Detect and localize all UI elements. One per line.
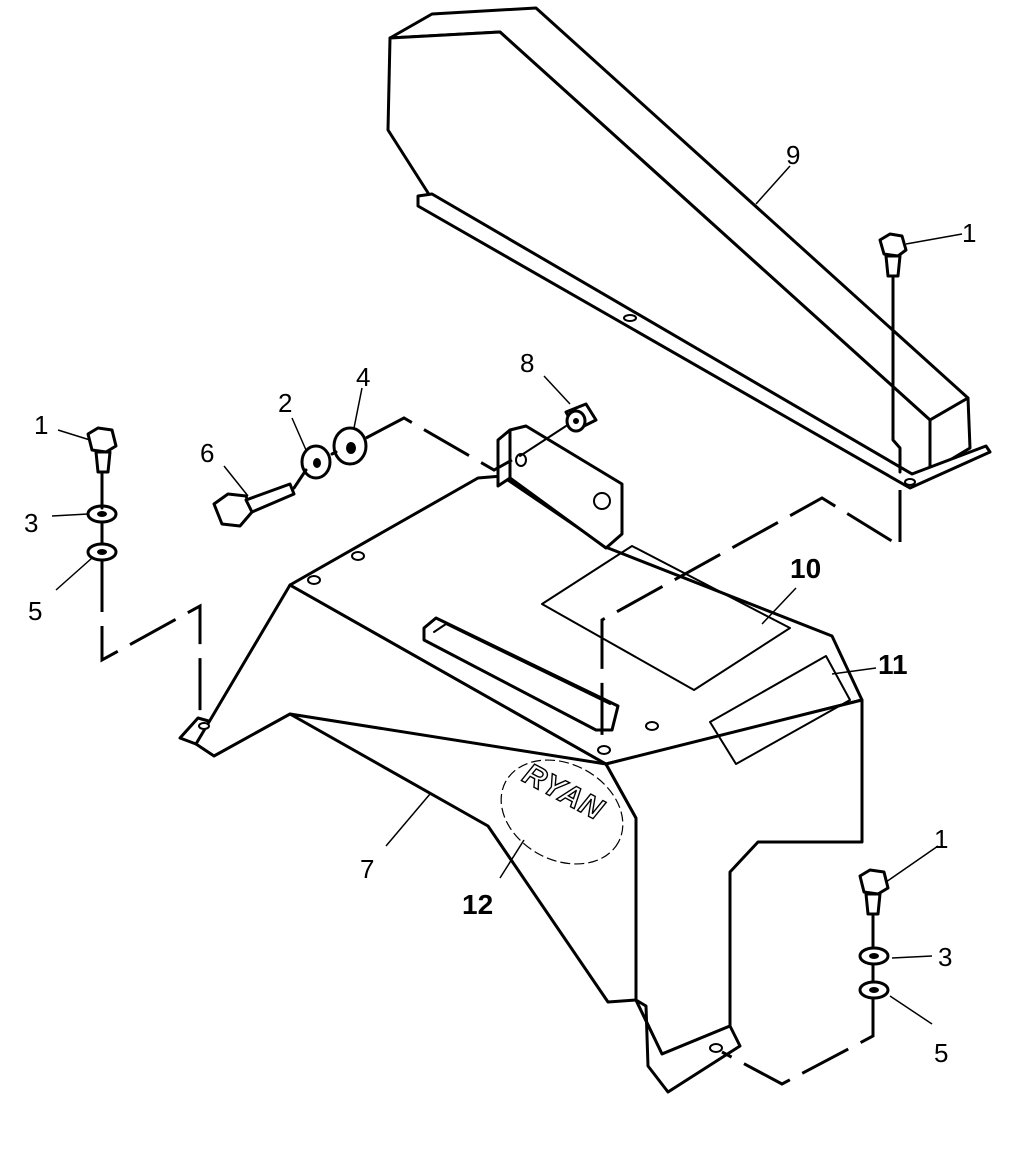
- callout-9: 9: [786, 140, 800, 170]
- decal-11: [709, 655, 851, 765]
- callout-6: 6: [200, 438, 214, 468]
- leader-lines: [51, 165, 963, 1025]
- mounting-bracket: [496, 424, 624, 550]
- callout-10: 10: [790, 553, 821, 584]
- callout-5-right: 5: [934, 1038, 948, 1068]
- callout-labels: 9 1 1 3 5 6 2 4 8 10 11 7 12 1 3 5: [24, 140, 976, 1068]
- decal-10: [541, 545, 791, 691]
- washer-4: [332, 426, 368, 466]
- callout-8: 8: [520, 348, 534, 378]
- assembly-lines: [100, 276, 902, 1086]
- washer-2: [300, 444, 332, 480]
- upper-belt-cover: [386, 6, 992, 490]
- callout-1-bottom-right: 1: [934, 824, 948, 854]
- callout-1-top-right: 1: [962, 218, 976, 248]
- washer-5-left: [86, 542, 118, 562]
- callout-11: 11: [878, 649, 908, 680]
- washer-3-right: [858, 946, 890, 966]
- lower-guard: [178, 474, 864, 1094]
- washer-5-right: [858, 980, 890, 1000]
- spacer-8: [564, 402, 598, 433]
- callout-12: 12: [462, 889, 493, 920]
- callout-7: 7: [360, 854, 374, 884]
- callout-2: 2: [278, 388, 292, 418]
- bolt-1-bottom-right: [858, 868, 890, 916]
- bolt-1-left: [86, 426, 118, 474]
- callout-3-right: 3: [938, 942, 952, 972]
- callout-4: 4: [356, 362, 370, 392]
- bolt-6: [212, 482, 296, 528]
- callout-5-left: 5: [28, 596, 42, 626]
- callout-3-left: 3: [24, 508, 38, 538]
- bolt-1-top-right: [878, 232, 908, 278]
- callout-1-left: 1: [34, 410, 48, 440]
